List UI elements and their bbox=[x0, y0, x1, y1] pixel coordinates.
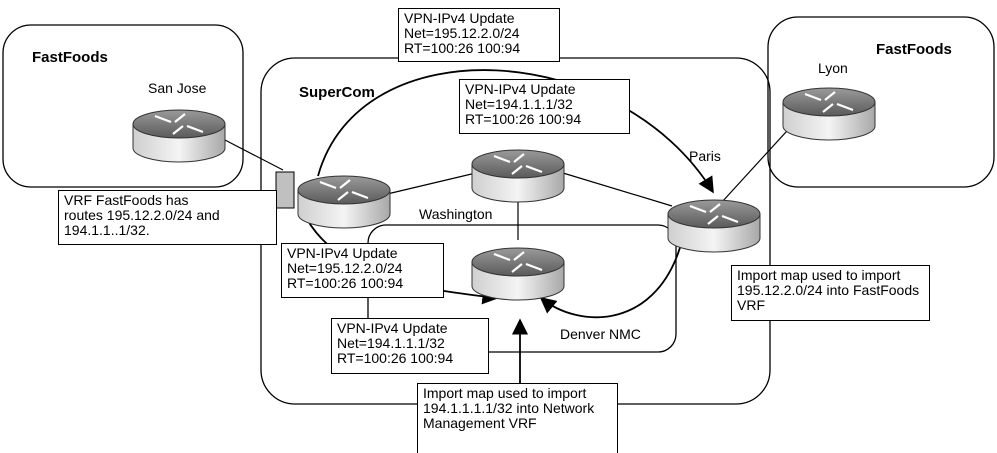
mid-update-line-2: Net=194.1.1.1/32 bbox=[465, 96, 573, 112]
import-fastfoods-line-3: VRF bbox=[737, 297, 765, 313]
fastfoods-left-label: FastFoods bbox=[32, 49, 108, 66]
bottom-update-box: VPN-IPv4 Update Net=194.1.1.1/32 RT=100:… bbox=[331, 318, 489, 374]
top-update-line-1: VPN-IPv4 Update bbox=[404, 10, 515, 26]
import-nm-line-3: Management VRF bbox=[423, 415, 537, 431]
left-update-line-2: Net=195.12.2.0/24 bbox=[287, 260, 403, 276]
fastfoods-right-region bbox=[767, 16, 995, 188]
mid-update-line-3: RT=100:26 100:94 bbox=[465, 111, 582, 127]
fastfoods-right-label: FastFoods bbox=[876, 41, 952, 58]
supercom-label: SuperCom bbox=[299, 84, 375, 101]
vrf-interface bbox=[275, 171, 295, 209]
import-fastfoods-line-1: Import map used to import bbox=[737, 267, 901, 283]
import-map-fastfoods-note: Import map used to import 195.12.2.0/24 … bbox=[731, 265, 930, 321]
mid-update-line-1: VPN-IPv4 Update bbox=[465, 81, 576, 97]
router-washington bbox=[471, 149, 565, 203]
import-nm-line-2: 194.1.1.1.1/32 into Network bbox=[423, 400, 595, 416]
lyon-label: Lyon bbox=[818, 60, 848, 76]
paris-label: Paris bbox=[689, 148, 721, 164]
washington-label: Washington bbox=[419, 206, 493, 222]
import-fastfoods-line-2: 195.12.2.0/24 into FastFoods bbox=[737, 282, 920, 298]
denver-nmc-label: Denver NMC bbox=[560, 326, 641, 342]
bottom-update-line-1: VPN-IPv4 Update bbox=[337, 320, 448, 336]
left-update-line-1: VPN-IPv4 Update bbox=[287, 245, 398, 261]
vrf-note-line-2: routes 195.12.2.0/24 and bbox=[64, 207, 220, 223]
vrf-note-line-3: 194.1.1..1/32. bbox=[64, 222, 150, 238]
vrf-fastfoods-note: VRF FastFoods has routes 195.12.2.0/24 a… bbox=[58, 190, 277, 245]
left-update-box: VPN-IPv4 Update Net=195.12.2.0/24 RT=100… bbox=[281, 243, 444, 298]
san-jose-label: San Jose bbox=[148, 80, 207, 96]
fastfoods-left-region bbox=[2, 24, 244, 188]
import-nm-line-1: Import map used to import bbox=[423, 385, 587, 401]
router-san-jose bbox=[132, 109, 226, 163]
left-update-line-3: RT=100:26 100:94 bbox=[287, 275, 404, 291]
top-update-box: VPN-IPv4 Update Net=195.12.2.0/24 RT=100… bbox=[398, 8, 560, 62]
router-lyon bbox=[782, 87, 876, 141]
router-left-pe bbox=[297, 175, 391, 229]
import-map-network-management-note: Import map used to import 194.1.1.1.1/32… bbox=[417, 383, 618, 453]
router-denver bbox=[471, 247, 565, 301]
top-update-line-3: RT=100:26 100:94 bbox=[404, 40, 521, 56]
bottom-update-line-2: Net=194.1.1.1/32 bbox=[337, 335, 445, 351]
router-paris bbox=[667, 199, 761, 253]
mid-update-box: VPN-IPv4 Update Net=194.1.1.1/32 RT=100:… bbox=[459, 79, 630, 134]
top-update-line-2: Net=195.12.2.0/24 bbox=[404, 25, 520, 41]
vrf-note-line-1: VRF FastFoods has bbox=[64, 192, 189, 208]
bottom-update-line-3: RT=100:26 100:94 bbox=[337, 350, 454, 366]
